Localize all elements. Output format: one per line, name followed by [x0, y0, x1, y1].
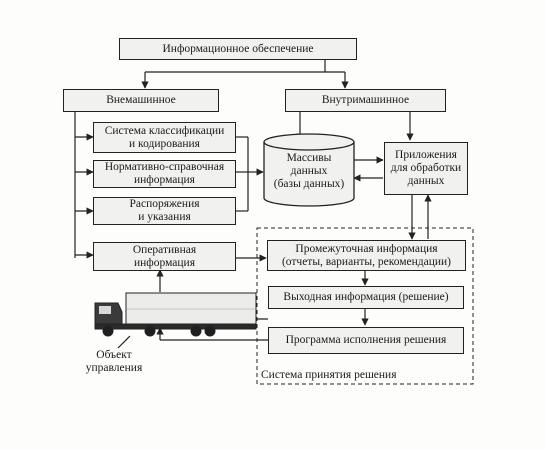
output-info-label: Выходная информация (решение) [283, 291, 449, 303]
execution-program-box: Программа исполнения решения [268, 327, 464, 354]
control-object-caption: Объект управления [74, 349, 154, 375]
label-pointer [117, 335, 131, 349]
classification-system-label: Система классификации и кодирования [104, 124, 225, 150]
data-arrays-text: Массивы данных (базы данных) [264, 152, 354, 191]
internal-support-box: Внутримашинное [285, 89, 446, 112]
decision-system-frame [256, 227, 474, 385]
normative-info-box: Нормативно-справочная информация [93, 160, 236, 188]
execution-program-label: Программа исполнения решения [285, 334, 447, 346]
external-support-box: Внемашинное [63, 89, 219, 112]
operational-info-label: Оперативная информация [132, 243, 197, 269]
truck-icon [94, 292, 257, 337]
information-support-label: Информационное обеспечение [162, 42, 314, 55]
orders-box: Распоряжения и указания [93, 197, 236, 225]
data-arrays-label: Массивы данных (базы данных) [273, 152, 345, 190]
control-object-label: Объект управления [85, 349, 143, 374]
applications-label: Приложения для обработки данных [390, 149, 462, 187]
information-support-box: Информационное обеспечение [119, 38, 357, 60]
intermediate-info-box: Промежуточная информация (отчеты, вариан… [267, 240, 466, 271]
classification-system-box: Система классификации и кодирования [93, 122, 236, 153]
orders-label: Распоряжения и указания [129, 198, 200, 223]
normative-info-label: Нормативно-справочная информация [104, 161, 225, 186]
decision-system-label: Система принятия решения [261, 369, 397, 381]
external-support-label: Внемашинное [106, 94, 176, 106]
applications-box: Приложения для обработки данных [384, 142, 468, 195]
data-arrays-cylinder [263, 133, 355, 207]
output-info-box: Выходная информация (решение) [268, 286, 464, 309]
operational-info-box: Оперативная информация [93, 242, 236, 271]
internal-support-label: Внутримашинное [321, 94, 410, 106]
intermediate-info-label: Промежуточная информация (отчеты, вариан… [281, 242, 452, 268]
decision-system-caption: Система принятия решения [261, 369, 471, 382]
